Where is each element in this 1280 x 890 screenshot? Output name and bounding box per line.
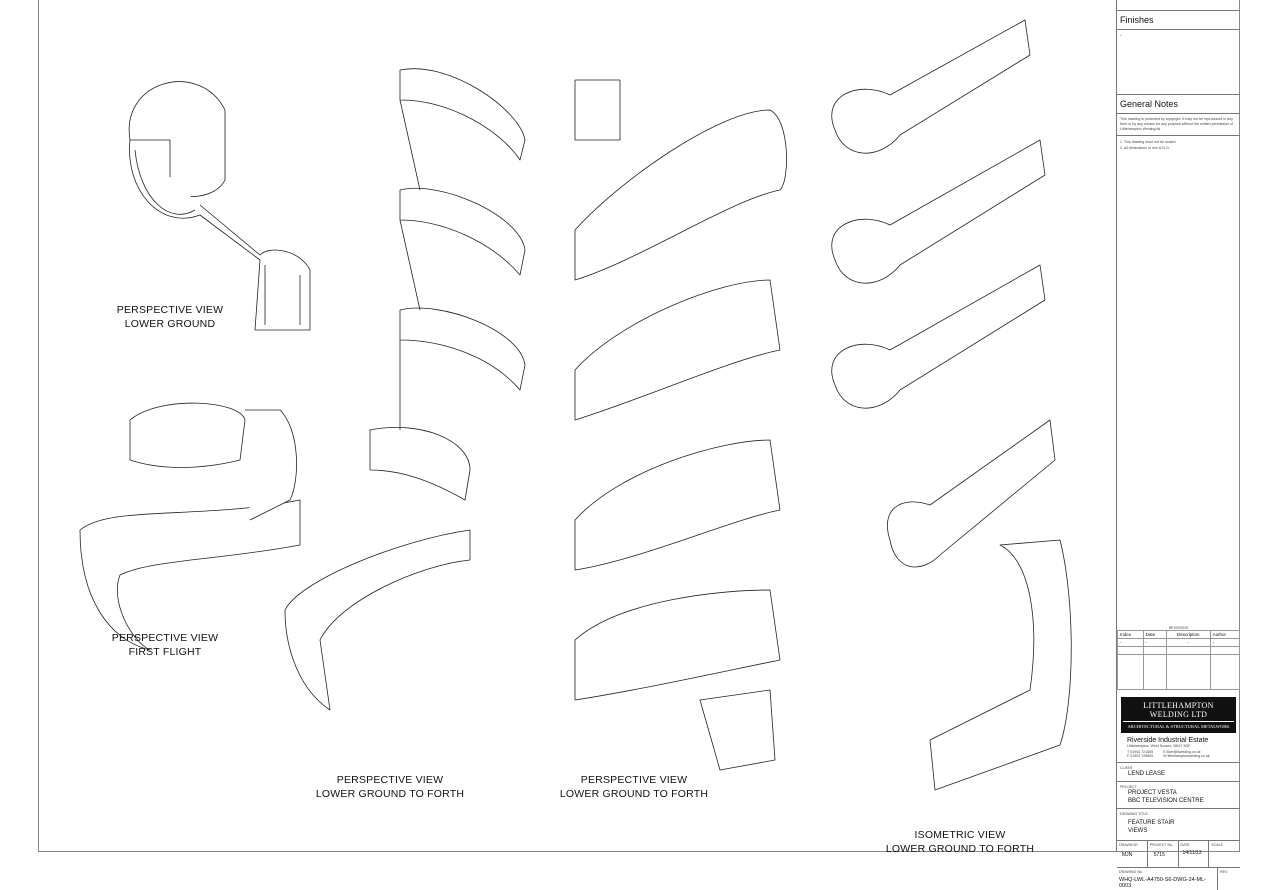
view-title: PERSPECTIVE VIEW <box>116 304 224 316</box>
company-address: Riverside Industrial Estate Littlehampto… <box>1117 733 1240 762</box>
company-name: LITTLEHAMPTON WELDING LTD <box>1143 701 1214 719</box>
project-subtitle: BBC TELEVISION CENTRE <box>1128 798 1204 804</box>
email: E lllwe@llweldlng.co.uk <box>1163 750 1201 754</box>
view-title: PERSPECTIVE VIEW <box>336 774 444 786</box>
col-header: Index <box>1117 630 1144 639</box>
project-no: 5715 <box>1153 852 1165 858</box>
note-item: 1. This drawing must not be scaled. <box>1120 140 1177 144</box>
view-subtitle: LOWER GROUND TO FORTH <box>885 843 1035 855</box>
company-logo: LITTLEHAMPTON WELDING LTD ARCHITECTURAL … <box>1121 697 1236 733</box>
view-title: ISOMETRIC VIEW <box>914 829 1006 841</box>
client-value: LEND LEASE <box>1128 771 1166 777</box>
date-label: DATE <box>1180 843 1190 847</box>
general-notes-heading: General Notes <box>1117 95 1240 114</box>
staircase-drawings <box>79 19 1072 791</box>
stair-helix-perspective-1 <box>284 68 526 711</box>
stair-lower-ground-drawing <box>128 81 311 331</box>
scale-label: SCALE <box>1211 843 1224 847</box>
view-subtitle: LOWER GROUND <box>124 318 216 330</box>
drawing-title-2: VIEWS <box>1128 828 1148 834</box>
view-subtitle: FIRST FLIGHT <box>128 646 202 658</box>
view-label-perspective-1: PERSPECTIVE VIEW LOWER GROUND TO FORTH <box>300 773 480 801</box>
project-label: PROJECT <box>1120 785 1137 789</box>
project-name: PROJECT VESTA <box>1128 790 1177 796</box>
drawn-by-label: DRAWN BY <box>1119 843 1139 847</box>
phone: T 01903 721555 <box>1127 750 1154 754</box>
drawing-title-label: DRAWING TITLE <box>1120 812 1148 816</box>
drawing-title-section: DRAWING TITLE FEATURE STAIR VIEWS <box>1117 809 1240 841</box>
view-subtitle: LOWER GROUND TO FORTH <box>315 788 465 800</box>
finishes-text: - <box>1117 30 1240 95</box>
project-no-label: PROJECT No. <box>1149 843 1174 847</box>
notes-list: 1. This drawing must not be scaled. 2. A… <box>1117 136 1240 626</box>
revisions-table: Index Date Description Author - - - - <box>1117 630 1241 690</box>
revisions-heading: REVISIONS <box>1168 626 1189 630</box>
rev-label: REV <box>1220 870 1228 874</box>
copyright-notice: This drawing is protected by copyright. … <box>1117 114 1240 136</box>
client-section: CLIENT LEND LEASE <box>1117 762 1240 782</box>
date: 14/11/13 <box>1182 850 1202 856</box>
drawn-by: MJN <box>1122 852 1133 858</box>
view-title: PERSPECTIVE VIEW <box>580 774 688 786</box>
drawing-info-row: DRAWN BY MJN PROJECT No. 5715 DATE 14/11/13… <box>1117 841 1240 868</box>
view-subtitle: LOWER GROUND TO FORTH <box>559 788 709 800</box>
title-block: Finishes - General Notes This drawing is… <box>1116 0 1241 890</box>
cell: - <box>1165 638 1211 647</box>
company-tagline: ARCHITECTURAL & STRUCTURAL METALWORK <box>1123 721 1234 729</box>
view-label-first-flight: PERSPECTIVE VIEW FIRST FLIGHT <box>95 631 235 659</box>
drawing-sheet-border <box>38 0 1240 852</box>
cell: - <box>1209 638 1241 647</box>
drawing-no-label: DRAWING No. <box>1119 870 1143 874</box>
project-section: PROJECT PROJECT VESTA BBC TELEVISION CEN… <box>1117 782 1240 809</box>
address: Littlehampton, West Sussex, BN17 5DF <box>1127 744 1191 748</box>
drawing-number-row: DRAWING No. WHQ-LWL-A4750-S6-DWG-24-ML-0… <box>1117 868 1240 890</box>
note-item: 2. All dimensions in mm U.N.O. <box>1120 146 1170 150</box>
address-heading: Riverside Industrial Estate <box>1127 737 1209 744</box>
stair-first-flight-drawing <box>79 402 301 651</box>
view-label-isometric: ISOMETRIC VIEW LOWER GROUND TO FORTH <box>870 828 1050 856</box>
website: W littlehamptonwelding.co.uk <box>1163 754 1210 758</box>
client-label: CLIENT <box>1120 766 1133 770</box>
view-label-lower-ground: PERSPECTIVE VIEW LOWER GROUND <box>100 303 240 331</box>
col-header: Description <box>1165 630 1211 639</box>
drawing-no: WHQ-LWL-A4750-S6-DWG-24-ML-0003 <box>1119 877 1206 889</box>
col-header: Author <box>1209 630 1241 639</box>
stair-helix-perspective-2 <box>574 79 787 771</box>
stair-isometric-drawing <box>831 19 1072 791</box>
cell: - <box>1142 638 1167 647</box>
cell: - <box>1117 638 1144 647</box>
finishes-heading: Finishes <box>1117 11 1240 30</box>
view-label-perspective-2: PERSPECTIVE VIEW LOWER GROUND TO FORTH <box>544 773 724 801</box>
fax: F 01903 726805 <box>1127 754 1154 758</box>
view-title: PERSPECTIVE VIEW <box>111 632 219 644</box>
col-header: Date <box>1142 630 1167 639</box>
drawing-title: FEATURE STAIR <box>1128 820 1175 826</box>
